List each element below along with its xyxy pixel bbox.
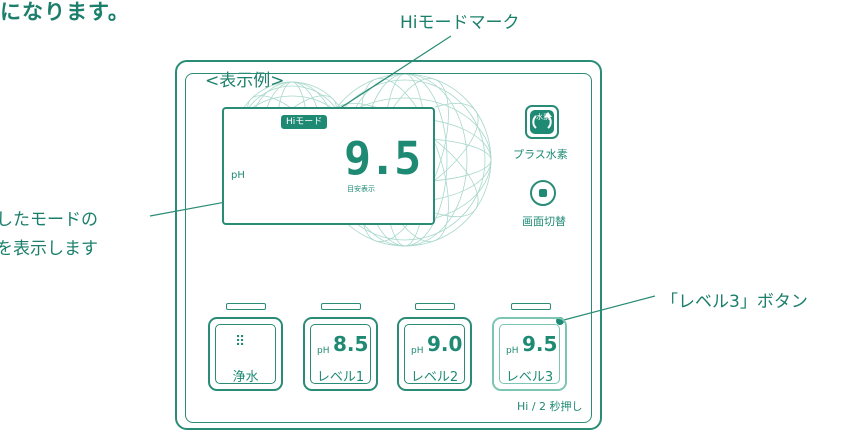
- lcd-sub-label: 目安表示: [347, 185, 375, 193]
- mode-button-level1-inner: [310, 324, 371, 384]
- mode-button-level2[interactable]: [397, 317, 472, 391]
- mode-button-jousui[interactable]: [208, 317, 283, 391]
- plus-hydrogen-label: プラス水素: [513, 148, 568, 161]
- lcd-display: [222, 107, 435, 225]
- mode-button-level1-ph: pH: [317, 346, 330, 356]
- mode-button-level1-label: レベル1: [316, 370, 365, 385]
- mode-button-level3[interactable]: [492, 317, 567, 391]
- plus-hydrogen-button[interactable]: [525, 105, 559, 139]
- leader-hi-mode: [330, 35, 452, 115]
- square-icon: [539, 189, 547, 197]
- lcd-ph-value: 9.5: [344, 132, 421, 185]
- mode-button-level3-value: 9.5: [522, 332, 558, 356]
- lcd-ph-label: pH: [231, 170, 245, 181]
- mode-button-level1-value: 8.5: [333, 332, 369, 356]
- indicator-jousui: [226, 303, 266, 310]
- dots-icon: ⠿: [235, 334, 247, 350]
- mode-button-level2-value: 9.0: [427, 332, 463, 356]
- level3-hi-note: Hi / 2 秒押し: [517, 400, 583, 413]
- mode-button-level2-ph: pH: [411, 346, 424, 356]
- mode-button-level3-label: レベル3: [505, 370, 554, 385]
- callout-mode-value-line2: を表示します: [0, 239, 98, 259]
- hi-mode-badge: Hiモード: [281, 115, 328, 129]
- callout-mode-value-line1: したモードの: [0, 210, 98, 230]
- mode-button-level2-label: レベル2: [410, 370, 459, 385]
- callout-level3-button: 「レベル3」ボタン: [661, 292, 808, 312]
- hydrogen-icon: [530, 110, 554, 134]
- indicator-level3: [511, 303, 551, 310]
- mode-button-level3-inner: [499, 324, 560, 384]
- hydrogen-icon-text: 水素: [536, 113, 550, 121]
- mode-button-level1[interactable]: [303, 317, 378, 391]
- indicator-level2: [415, 303, 455, 310]
- example-label: <表示例>: [205, 71, 285, 91]
- mode-button-jousui-label: 浄水: [232, 370, 259, 385]
- leader-level3: [559, 295, 656, 322]
- mode-button-level3-ph: pH: [506, 346, 519, 356]
- mode-button-level2-inner: [404, 324, 465, 384]
- callout-hi-mode-mark: Hiモードマーク: [400, 13, 520, 33]
- screen-switch-button[interactable]: [530, 180, 556, 206]
- screen-switch-label: 画面切替: [522, 215, 566, 228]
- mode-button-jousui-inner: [215, 324, 276, 384]
- headline: になります。: [0, 0, 130, 24]
- indicator-level1: [321, 303, 361, 310]
